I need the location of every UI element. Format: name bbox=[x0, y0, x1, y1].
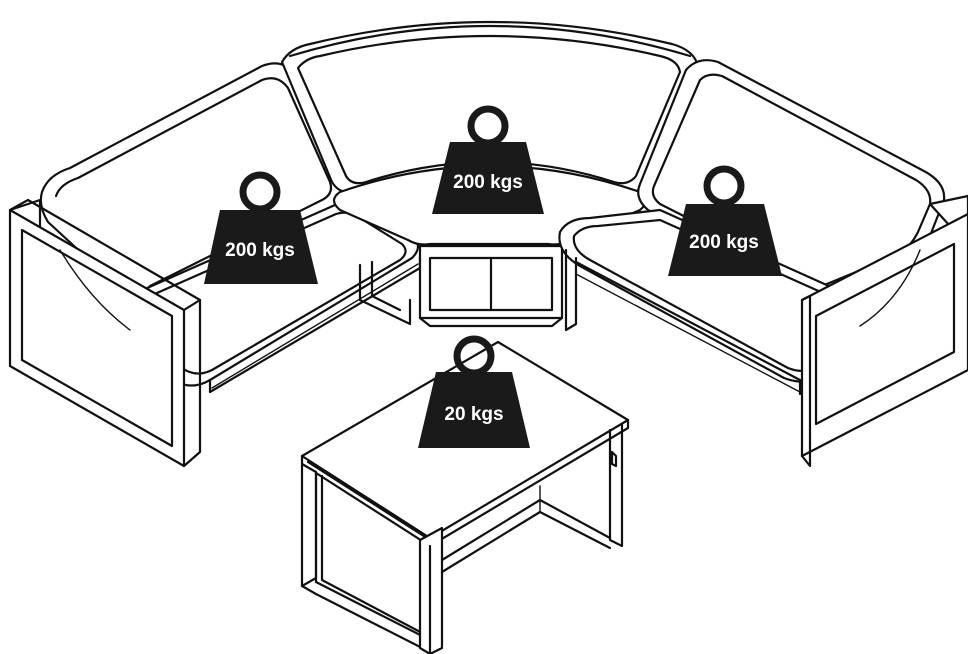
weight-icon bbox=[204, 171, 318, 284]
weight-icon bbox=[418, 335, 530, 448]
weight-icon bbox=[432, 105, 544, 214]
weight-table: 20 kgs bbox=[418, 335, 530, 448]
weight-right-seat: 200 kgs bbox=[668, 165, 782, 276]
left-sofa-module bbox=[8, 62, 422, 468]
weight-label-right: 200 kgs bbox=[689, 232, 759, 253]
weight-label-center: 200 kgs bbox=[453, 172, 523, 193]
weight-left-seat: 200 kgs bbox=[204, 171, 318, 284]
weight-label-table: 20 kgs bbox=[444, 404, 503, 425]
weight-icon bbox=[668, 165, 782, 276]
weight-label-left: 200 kgs bbox=[225, 240, 295, 261]
weight-center-seat: 200 kgs bbox=[432, 105, 544, 214]
